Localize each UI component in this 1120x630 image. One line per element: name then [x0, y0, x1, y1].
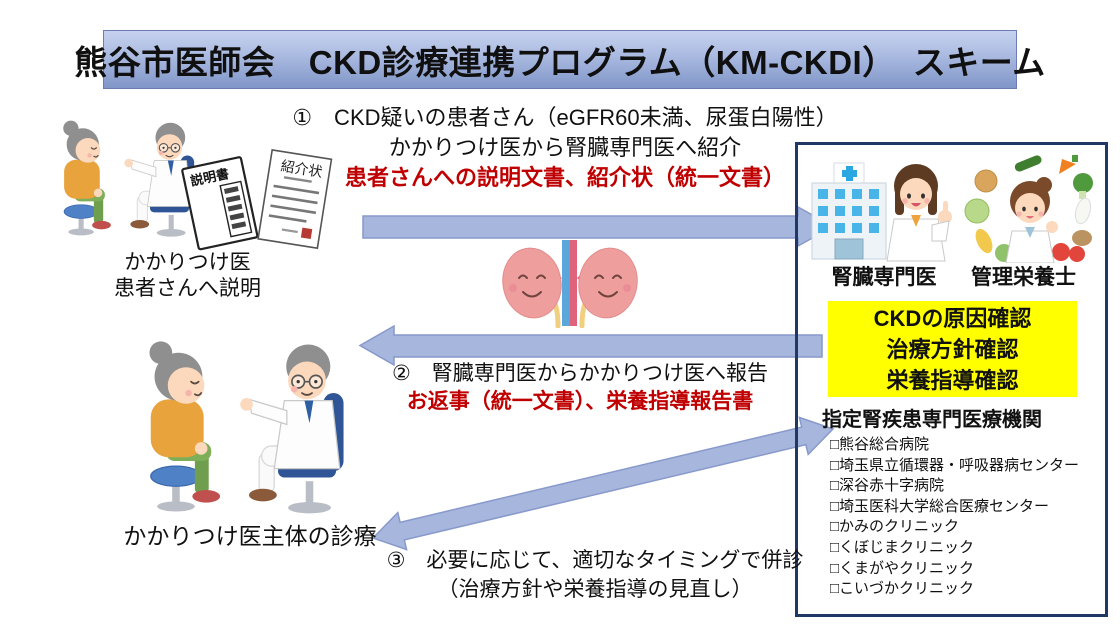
step1-line1: ① CKD疑いの患者さん（eGFR60未満、尿蛋白陽性）	[292, 105, 838, 130]
documents-illustration: 説明書 紹介状	[181, 149, 333, 251]
facilities-list: □熊谷総合病院 □埼玉県立循環器・呼吸器病センター □深谷赤十字病院 □埼玉医科…	[830, 435, 1079, 600]
step2-text: ② 腎臓専門医からかかりつけ医へ報告 お返事（統一文書）、栄養指導報告書	[335, 360, 825, 416]
kidney-illustration	[502, 240, 638, 328]
page-title: 熊谷市医師会 CKD診療連携プログラム（KM-CKDI） スキーム	[74, 43, 1046, 81]
referral-panel: 腎臓専門医 管理栄養士 CKDの原因確認 治療方針確認 栄養指導確認 指定腎疾患…	[795, 142, 1108, 617]
title-banner: 熊谷市医師会 CKD診療連携プログラム（KM-CKDI） スキーム	[74, 30, 1045, 89]
primary-care-caption: かかりつけ医主体の診療	[123, 523, 377, 549]
facility-item: □こいづかクリニック	[830, 580, 975, 598]
step1-line2: かかりつけ医から腎臓専門医へ紹介	[388, 135, 742, 160]
step1-text: ① CKD疑いの患者さん（eGFR60未満、尿蛋白陽性） かかりつけ医から腎臓専…	[250, 103, 880, 193]
highlight-line1: CKDの原因確認	[873, 305, 1032, 331]
family-doctor-caption: かかりつけ医 患者さんへ説明	[70, 250, 305, 302]
step2-line1: ② 腎臓専門医からかかりつけ医へ報告	[391, 362, 769, 385]
highlight-line2: 治療方針確認	[886, 336, 1019, 362]
step3-text: ③ 必要に応じて、適切なタイミングで併診 （治療方針や栄養指導の見直し）	[350, 546, 840, 604]
step3-line1: ③ 必要に応じて、適切なタイミングで併診	[386, 549, 804, 572]
facility-item: □熊谷総合病院	[830, 436, 930, 453]
step3-line2: （治療方針や栄養指導の見直し）	[437, 578, 753, 601]
arrow-comanagement-double	[371, 416, 835, 551]
caption-top-line2: 患者さんへ説明	[114, 277, 261, 300]
confirmation-highlight-box: CKDの原因確認 治療方針確認 栄養指導確認	[828, 301, 1077, 397]
facility-item: □かみのクリニック	[830, 518, 960, 536]
facility-item: □深谷赤十字病院	[830, 477, 945, 495]
facility-item: □埼玉医科大学総合医療センター	[830, 497, 1050, 515]
dietitian-label: 管理栄養士	[971, 266, 1076, 289]
facilities-heading: 指定腎疾患専門医療機関	[822, 409, 1042, 431]
step2-line2: お返事（統一文書）、栄養指導報告書	[406, 390, 754, 413]
family-doctor-primary-care-illustration	[148, 340, 345, 515]
caption-top-line1: かかりつけ医	[124, 251, 251, 274]
highlight-line3: 栄養指導確認	[886, 367, 1019, 393]
specialist-label: 腎臓専門医	[831, 266, 937, 289]
step1-line3: 患者さんへの説明文書、紹介状（統一文書）	[344, 165, 785, 190]
facility-item: □くぼじまクリニック	[830, 538, 975, 556]
facility-item: □くまがやクリニック	[830, 559, 975, 577]
dietitian-illustration	[964, 155, 1093, 263]
facility-item: □埼玉県立循環器・呼吸器病センター	[830, 456, 1080, 474]
doc-referral-label: 紹介状	[280, 158, 324, 180]
